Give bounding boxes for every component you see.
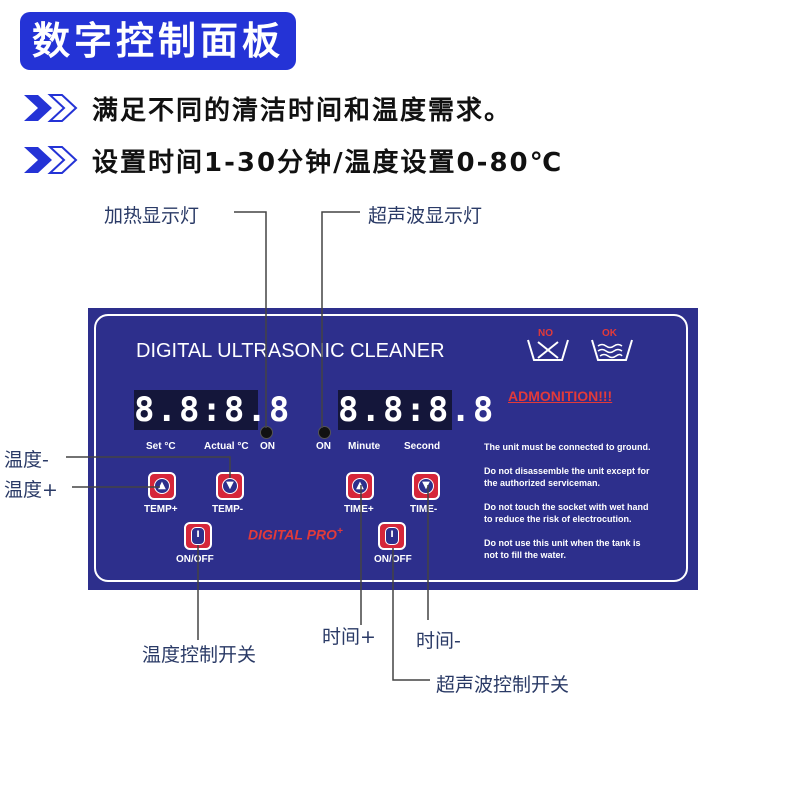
temp-onoff-label: ON/OFF (176, 554, 214, 565)
warning-line: Do not use this unit when the tank is (484, 538, 641, 548)
brand-logo: DIGITAL PRO+ (248, 526, 343, 543)
time-minus-label: TIME- (410, 504, 438, 515)
warning-line: Do not disassemble the unit except for (484, 466, 650, 476)
panel-border (94, 314, 688, 582)
ultra-switch-callout: 超声波控制开关 (436, 674, 570, 696)
temp-plus-button[interactable]: ▲ (148, 472, 176, 500)
brand-text: DIGITAL PRO (248, 526, 337, 543)
ultrasonic-on-label: ON (316, 441, 331, 452)
warning-line: not to fill the water. (484, 550, 567, 560)
page-title-badge: 数字控制面板 (20, 12, 296, 70)
arrow-down-icon: ▼ (222, 478, 238, 494)
warning-line: Do not touch the socket with wet hand (484, 502, 649, 512)
minute-label: Minute (348, 441, 381, 452)
ultrasonic-indicator-led (318, 426, 331, 439)
time-display: 8.8:8.8 (338, 390, 496, 430)
control-panel: DIGITAL ULTRASONIC CLEANER NO OK 8.8:8.8… (88, 308, 698, 590)
no-water-icon: NO (527, 328, 569, 361)
temp-minus-label: TEMP- (212, 504, 244, 515)
double-chevron-icon (24, 94, 78, 122)
double-chevron-icon (24, 146, 78, 174)
second-label: Second (404, 441, 441, 452)
feature-row-1: 满足不同的清洁时间和温度需求。 (22, 88, 512, 128)
power-icon: I (385, 527, 399, 545)
ok-label: OK (602, 328, 618, 339)
arrow-down-icon: ▼ (418, 478, 434, 494)
arrow-up-icon: ▲ (352, 478, 368, 494)
brand-sup: + (336, 526, 343, 537)
feature-text-2: 设置时间1-30分钟/温度设置0-80℃ (92, 147, 564, 178)
admonition-heading: ADMONITION!!! (508, 388, 613, 404)
warning-line: the authorized serviceman. (484, 478, 601, 488)
power-icon: I (191, 527, 205, 545)
temp-minus-callout: 温度- (4, 449, 49, 471)
temp-plus-label: TEMP+ (144, 504, 178, 515)
heating-on-label: ON (260, 441, 275, 452)
arrow-up-icon: ▲ (154, 478, 170, 494)
temp-power-button[interactable]: I (184, 522, 212, 550)
temp-switch-callout: 温度控制开关 (142, 644, 257, 666)
warning-line: to reduce the risk of electrocution. (484, 514, 632, 524)
set-temp-label: Set °C (146, 441, 176, 452)
heating-indicator-led (260, 426, 273, 439)
ultrasonic-power-button[interactable]: I (378, 522, 406, 550)
heat-light-callout: 加热显示灯 (104, 205, 200, 227)
ultra-light-callout: 超声波显示灯 (368, 205, 483, 227)
feature-text-1: 满足不同的清洁时间和温度需求。 (92, 95, 513, 126)
temp-minus-button[interactable]: ▼ (216, 472, 244, 500)
time-plus-button[interactable]: ▲ (346, 472, 374, 500)
time-digits: 8.8:8.8 (338, 390, 496, 430)
no-label: NO (538, 328, 553, 339)
temperature-digits: 8.8:8.8 (134, 390, 292, 430)
temp-plus-callout: 温度+ (4, 479, 58, 501)
time-minus-button[interactable]: ▼ (412, 472, 440, 500)
actual-temp-label: Actual °C (204, 441, 249, 452)
temperature-display: 8.8:8.8 (134, 390, 292, 430)
time-plus-label: TIME+ (344, 504, 374, 515)
ok-water-icon: OK (591, 328, 633, 361)
ultrasonic-onoff-label: ON/OFF (374, 554, 412, 565)
feature-row-2: 设置时间1-30分钟/温度设置0-80℃ (22, 140, 563, 180)
time-minus-callout: 时间- (416, 630, 461, 652)
warning-line: The unit must be connected to ground. (484, 442, 651, 452)
panel-title: DIGITAL ULTRASONIC CLEANER (136, 340, 445, 362)
time-plus-callout: 时间+ (322, 626, 376, 648)
